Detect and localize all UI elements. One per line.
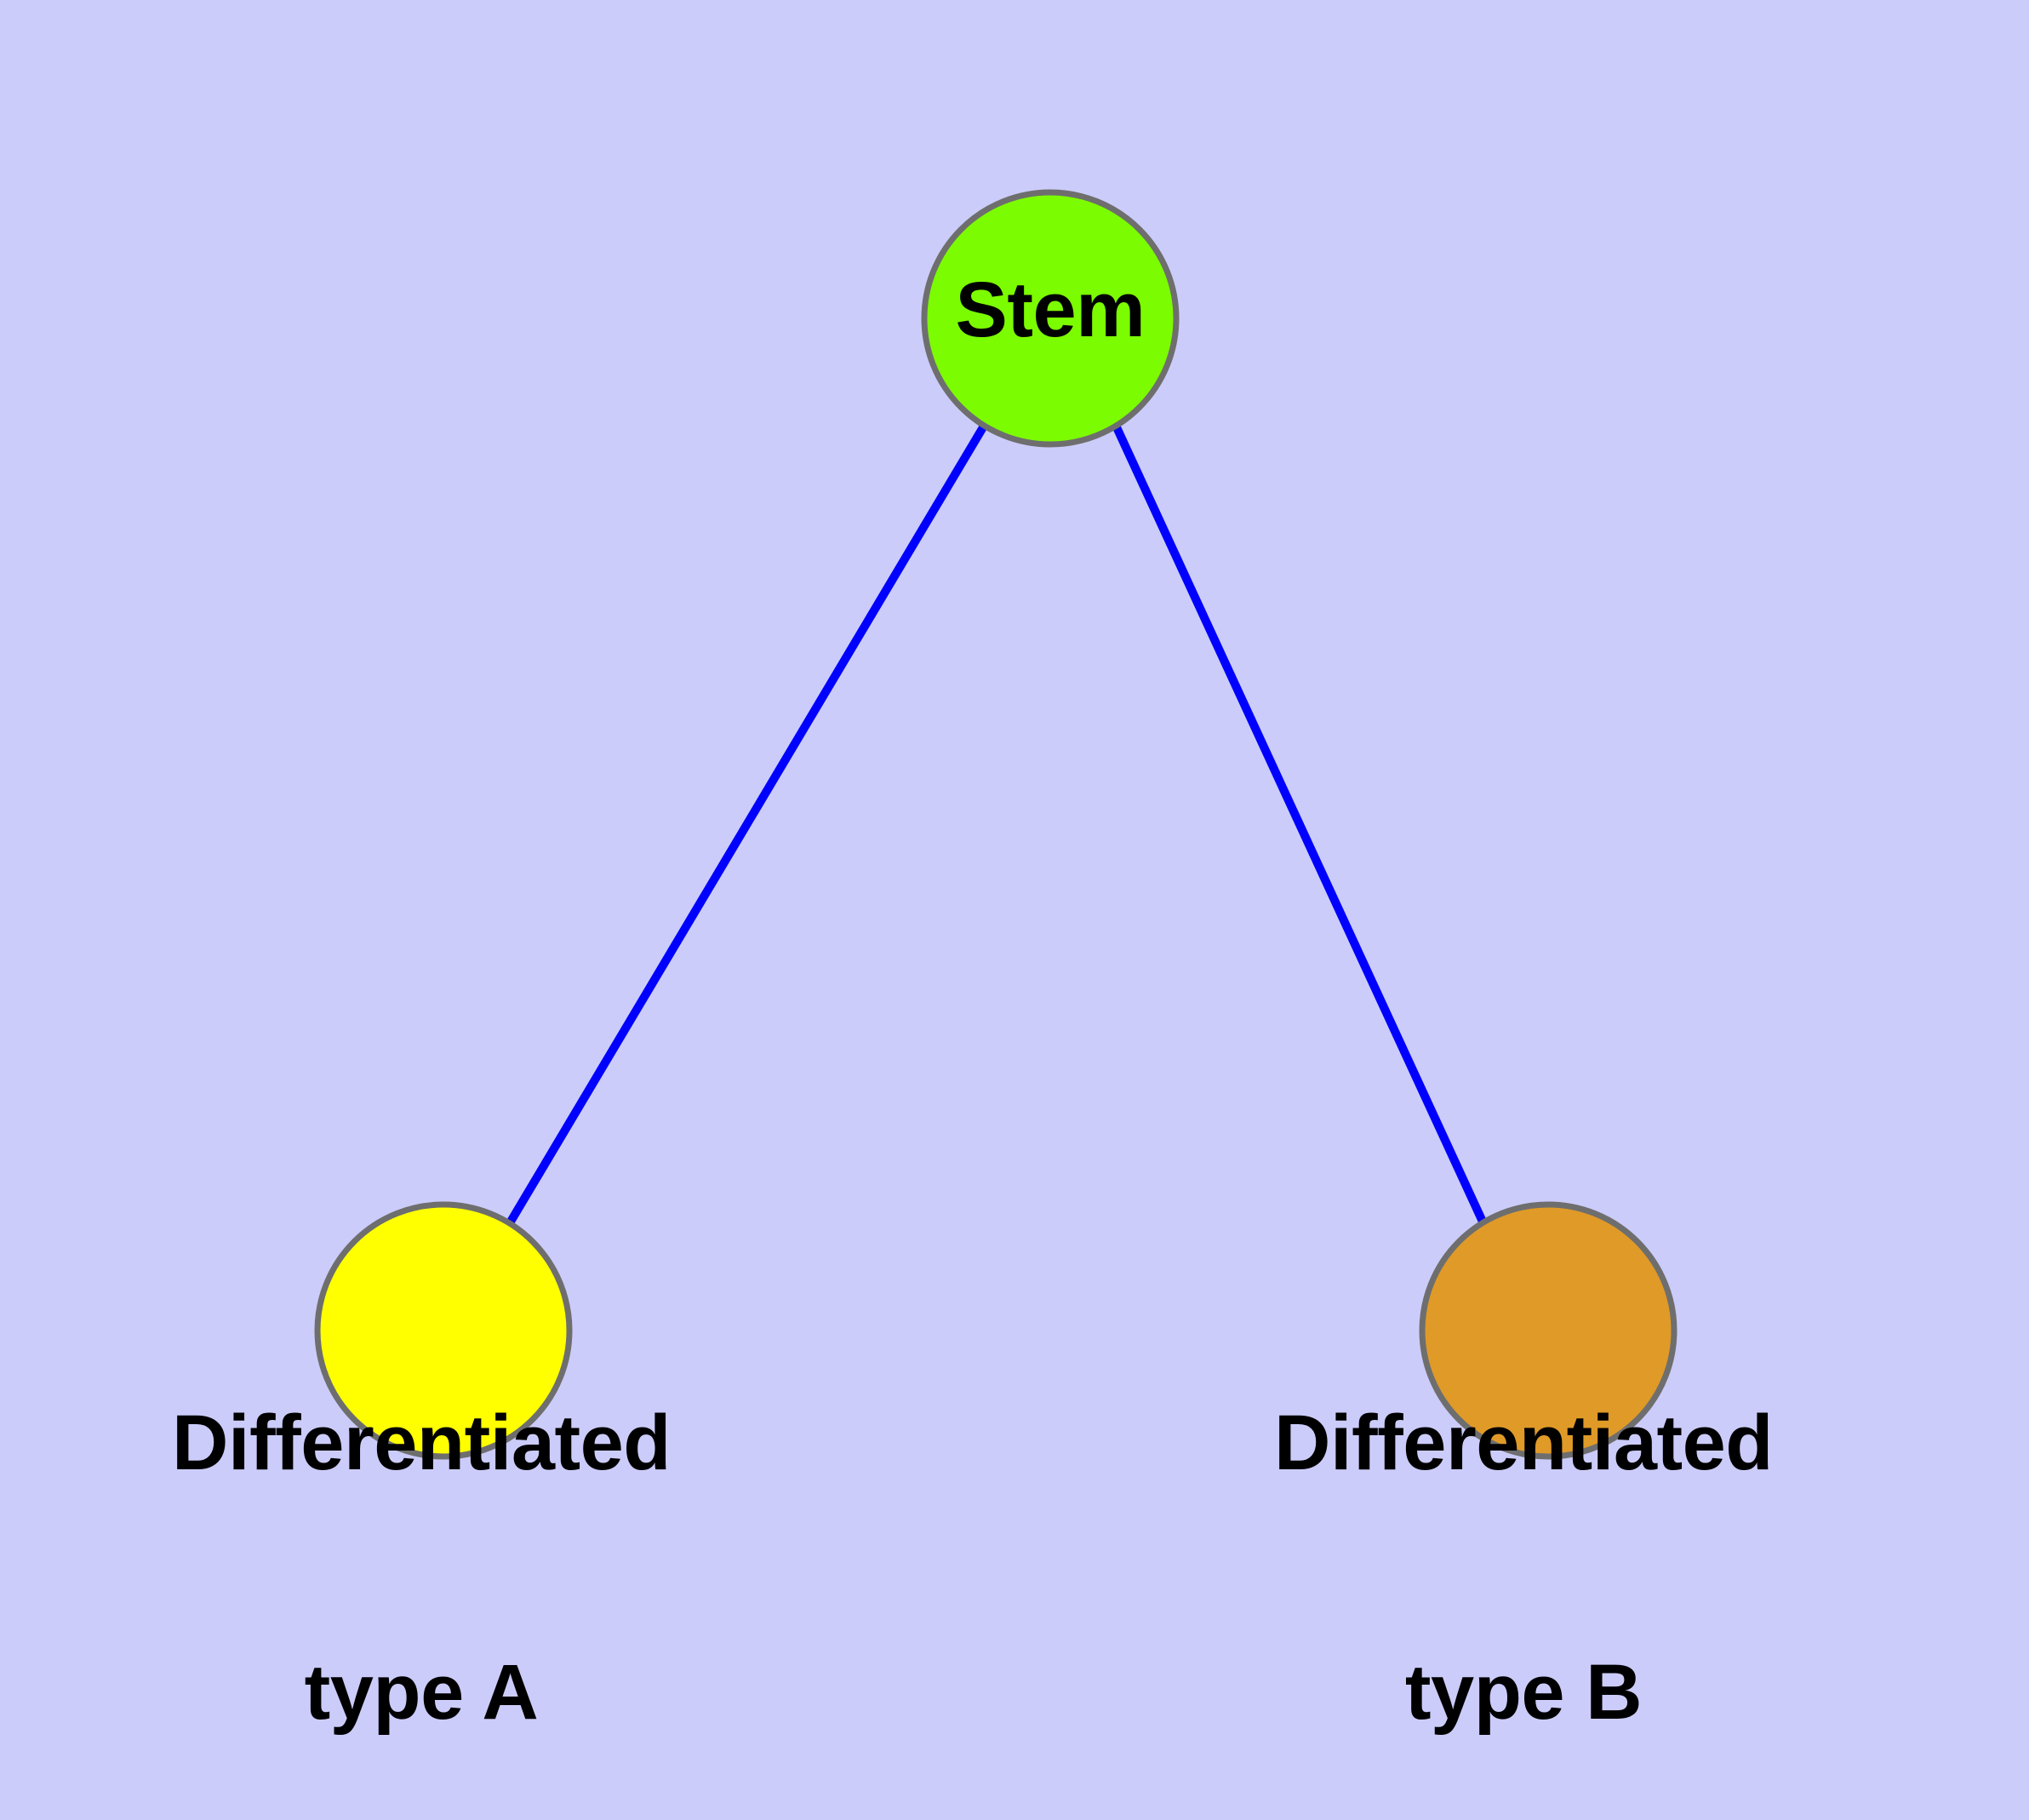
node-differentiated-type-a[interactable] [314,1201,573,1460]
edge-stem-to-differentiated-type-b[interactable] [1112,425,1487,1224]
node-stem[interactable] [921,189,1180,448]
node-layer [314,189,1677,1460]
edge-layer [506,425,1487,1224]
node-differentiated-type-b[interactable] [1419,1201,1677,1460]
edge-stem-to-differentiated-type-a[interactable] [506,425,987,1224]
